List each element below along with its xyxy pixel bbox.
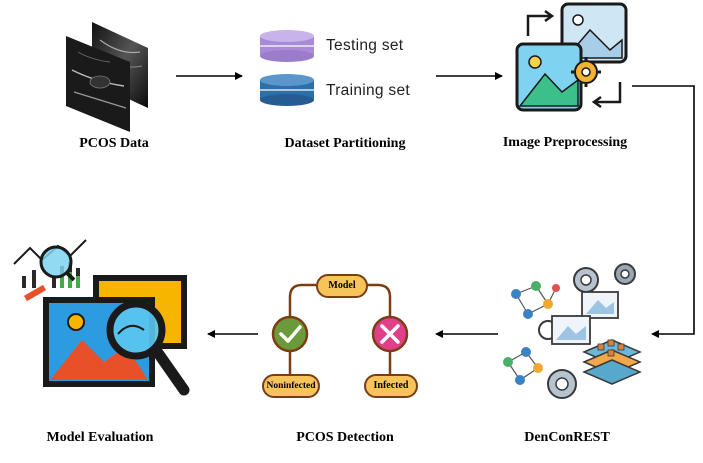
detection-tree bbox=[288, 283, 392, 374]
stage-label-pcos-detection: PCOS Detection bbox=[296, 430, 394, 445]
ultrasound-image-icon bbox=[66, 22, 148, 132]
noninfected-pill: Noninfected bbox=[262, 374, 320, 398]
stage-label-model-evaluation: Model Evaluation bbox=[46, 430, 154, 445]
database-icon bbox=[260, 30, 314, 106]
check-icon bbox=[271, 315, 309, 353]
infected-pill: Infected bbox=[364, 374, 418, 398]
arrow-preprocess-to-denconrest bbox=[632, 85, 695, 338]
flow-arrows bbox=[176, 72, 695, 338]
model-pill: Model bbox=[316, 274, 368, 298]
image-gear-icon bbox=[515, 2, 628, 112]
stage-label-pcos-data: PCOS Data bbox=[79, 136, 149, 151]
network-gears-icon bbox=[503, 263, 642, 399]
magnifier-chart-icon bbox=[13, 239, 190, 396]
training-set-label: Training set bbox=[326, 82, 411, 99]
testing-set-label: Testing set bbox=[326, 37, 404, 54]
cross-icon bbox=[371, 315, 409, 353]
stage-label-dataset-partitioning: Dataset Partitioning bbox=[284, 136, 406, 151]
stage-label-denconrest: DenConREST bbox=[524, 430, 610, 445]
stage-label-image-preprocessing: Image Preprocessing bbox=[502, 135, 628, 150]
